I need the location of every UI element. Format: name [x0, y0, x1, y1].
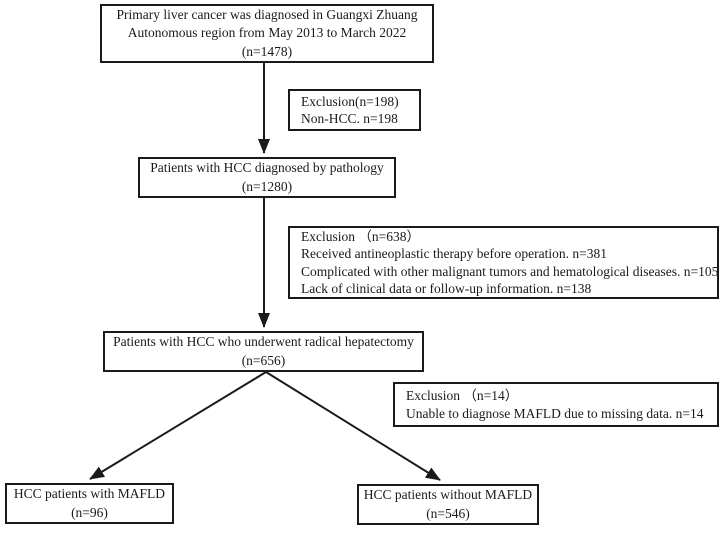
box-text-line: Exclusion(n=198) — [301, 93, 399, 109]
box-exclusion-pathology: Exclusion （n=638） Received antineoplasti… — [288, 226, 719, 299]
box-hcc-pathology: Patients with HCC diagnosed by pathology… — [138, 157, 396, 198]
box-hcc-with-mafld: HCC patients with MAFLD (n=96) — [5, 483, 174, 524]
box-text-line: Patients with HCC diagnosed by pathology — [150, 160, 384, 175]
box-text-line: (n=656) — [241, 352, 286, 368]
box-text-line: Complicated with other malignant tumors … — [301, 263, 719, 279]
box-primary-liver-cancer: Primary liver cancer was diagnosed in Gu… — [100, 4, 434, 63]
box-text-line: Lack of clinical data or follow-up infor… — [301, 281, 592, 296]
box-text-line: Primary liver cancer was diagnosed in Gu… — [116, 6, 418, 22]
arrow-hepatectomy-to-with-mafld-icon — [89, 371, 267, 480]
box-radical-hepatectomy: Patients with HCC who underwent radical … — [103, 331, 424, 372]
box-text-line: HCC patients without MAFLD — [363, 487, 533, 502]
box-text-line: (n=546) — [426, 505, 470, 521]
box-text-line: Autonomous region from May 2013 to March… — [127, 25, 407, 41]
box-text-line: (n=1280) — [241, 178, 293, 194]
box-exclusion-mafld-missing: Exclusion （n=14） Unable to diagnose MAFL… — [393, 382, 719, 427]
box-text-line: Exclusion （n=638） — [301, 228, 420, 244]
box-text-line: (n=1478) — [241, 43, 293, 59]
box-text-line: Non-HCC. n=198 — [301, 111, 398, 126]
box-text-line: Patients with HCC who underwent radical … — [113, 334, 414, 349]
box-text-line: Exclusion （n=14） — [406, 388, 519, 403]
box-exclusion-non-hcc: Exclusion(n=198) Non-HCC. n=198 — [288, 89, 421, 131]
box-text-line: HCC patients with MAFLD — [13, 486, 166, 501]
box-text-line: Unable to diagnose MAFLD due to missing … — [406, 405, 704, 421]
box-hcc-without-mafld: HCC patients without MAFLD (n=546) — [357, 484, 539, 525]
box-text-line: Received antineoplastic therapy before o… — [301, 246, 607, 261]
box-text-line: (n=96) — [71, 504, 108, 520]
